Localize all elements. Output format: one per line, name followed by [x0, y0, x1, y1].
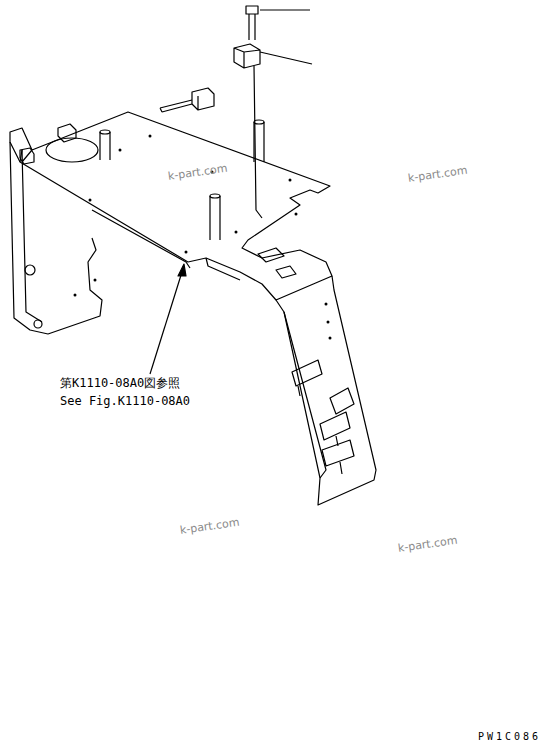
- nut: [25, 265, 35, 275]
- side-panel: [10, 142, 102, 334]
- holes: [74, 135, 332, 340]
- leader-line: [260, 52, 312, 64]
- standoff: [210, 196, 220, 240]
- relay: [234, 44, 260, 68]
- watermark: k-part.com: [179, 516, 240, 537]
- reference-note: See Fig.K1110-08A0: [60, 394, 190, 408]
- leader-arrow: [178, 264, 186, 276]
- top-plate: [10, 112, 332, 300]
- watermark: k-part.com: [407, 164, 468, 185]
- clip: [330, 388, 354, 414]
- nut-block: [58, 124, 76, 142]
- connector: [192, 88, 214, 110]
- harness: [160, 100, 192, 112]
- nut: [34, 320, 42, 328]
- watermark: k-part.com: [167, 162, 228, 183]
- watermark: k-part.com: [397, 534, 458, 555]
- plate-lip: [92, 210, 240, 280]
- nut-block: [20, 148, 34, 164]
- terminal: [258, 248, 296, 278]
- support-leg: [276, 276, 376, 505]
- clip: [322, 440, 354, 474]
- standoff: [100, 132, 110, 160]
- leader-line: [260, 9, 310, 10]
- clip: [292, 360, 322, 396]
- relay-wire: [254, 66, 262, 218]
- bolt: [246, 6, 258, 40]
- clip: [320, 412, 350, 446]
- plate-hole: [46, 138, 98, 162]
- reference-note: 第K1110-08A0図参照: [60, 376, 180, 390]
- side-panel-edge: [22, 150, 42, 322]
- support-leg-edge: [284, 312, 326, 478]
- drawing-code: PW1C086: [478, 731, 541, 742]
- leader-line: [150, 272, 182, 374]
